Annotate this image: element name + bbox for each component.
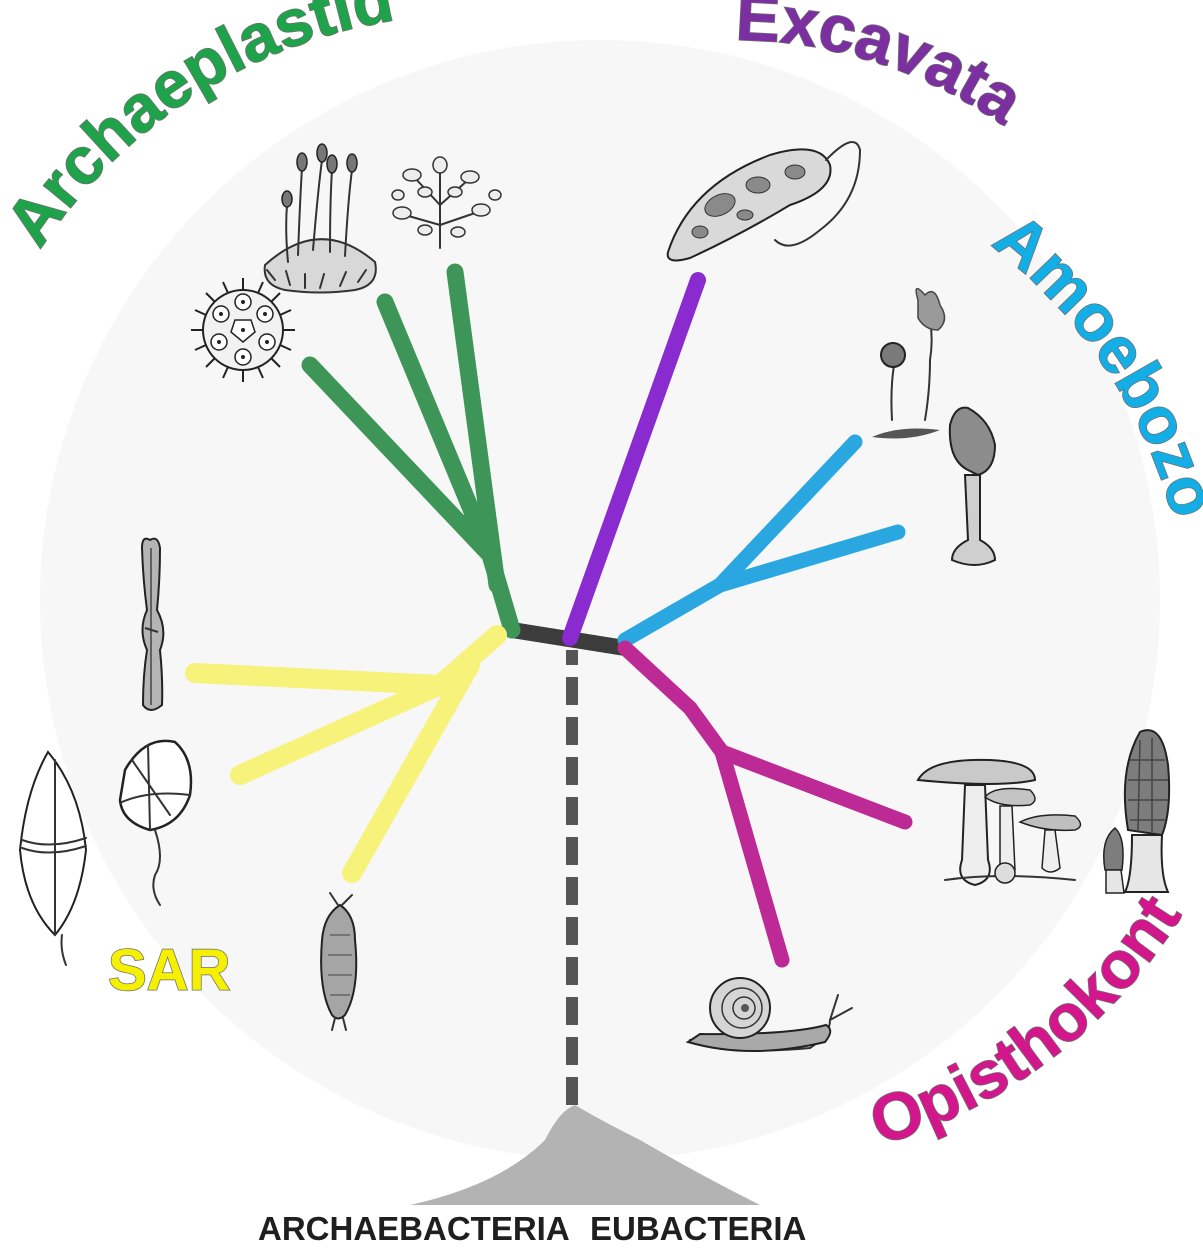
snail-icon [685,977,853,1052]
background-halo [40,40,1160,1160]
archaeplastida-branch [301,263,521,639]
moss-icon [263,143,377,294]
amoebozoa-branch [617,434,906,648]
mushroom-icon [916,758,1082,887]
sar-label: SAR [108,938,230,1003]
dinoflagellate-icon [18,750,88,966]
sar-branch [185,625,507,883]
dictyostelium-icon [948,406,997,566]
archaebacteria-label: ARCHAEBACTERIA [258,1210,570,1247]
armored-dinoflagellate-icon [118,739,193,906]
slime-mold-icon [872,287,946,439]
pediastrum-icon [191,278,295,382]
ciliate-icon [320,892,358,1031]
plant-sprig-icon [391,156,502,249]
diatom-icon [140,537,165,711]
eubacteria-label: EUBACTERIA [590,1210,806,1247]
morel-icon [1103,729,1171,894]
opisthokonta-branch [617,640,913,968]
excavata-branch [562,272,706,646]
bacteria-mound [410,1105,760,1205]
euglena-icon [666,141,861,262]
